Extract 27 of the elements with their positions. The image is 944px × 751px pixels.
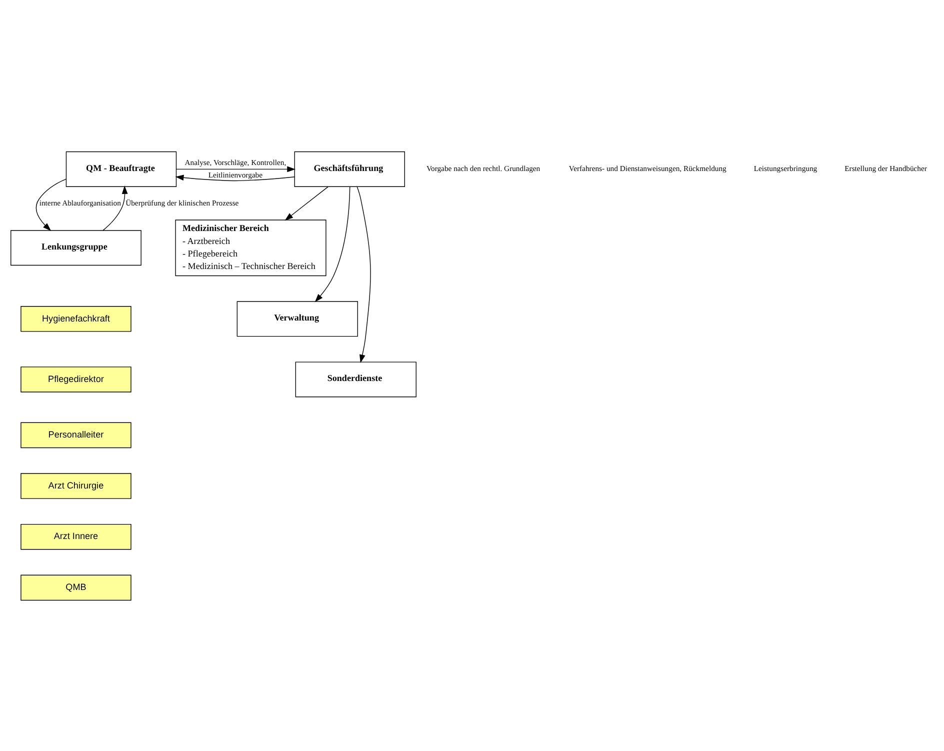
arrow	[284, 186, 329, 220]
label: Vorgabe nach den rechtl. Grundlagen	[426, 164, 540, 173]
node-box: QMB	[20, 574, 132, 600]
edge-label: interne Ablauforganisation	[39, 198, 121, 207]
arrow	[356, 186, 371, 363]
node-box: Lenkungsgruppe	[10, 230, 142, 266]
node-box: Hygienefachkraft	[20, 306, 132, 332]
edge-label: Leitlinienvorgabe	[208, 170, 263, 179]
node-box: Arzt Chirurgie	[20, 472, 132, 498]
edge-label: Überprüfung der klinischen Prozesse	[126, 198, 239, 207]
node-box: Sonderdienste	[295, 361, 416, 397]
label: Verfahrens- und Dienstanweisungen, Rückmeldung	[568, 164, 726, 173]
arrow	[314, 186, 350, 302]
arrow	[175, 174, 295, 181]
node-box: Verwaltung	[236, 300, 358, 336]
node-box: QM - Beauftragte	[66, 150, 177, 186]
node-box: Medizinischer Bereich - Arztbereich - Pflegebereich - Medizinisch – Technischer Bereich	[175, 219, 326, 276]
node-box: Geschäftsführung	[294, 150, 405, 186]
arrow	[102, 185, 128, 230]
node-box: Pflegedirektor	[20, 366, 132, 392]
label: Erstellung der Handbücher	[844, 164, 927, 173]
arrow	[36, 178, 66, 231]
edge-label: Analyse, Vorschläge, Kontrollen,	[184, 157, 286, 166]
node-box: Personalleiter	[20, 422, 132, 448]
label: Leistungserbringung	[754, 164, 818, 173]
node-box: Arzt Innere	[20, 523, 132, 550]
arrow	[176, 166, 296, 172]
